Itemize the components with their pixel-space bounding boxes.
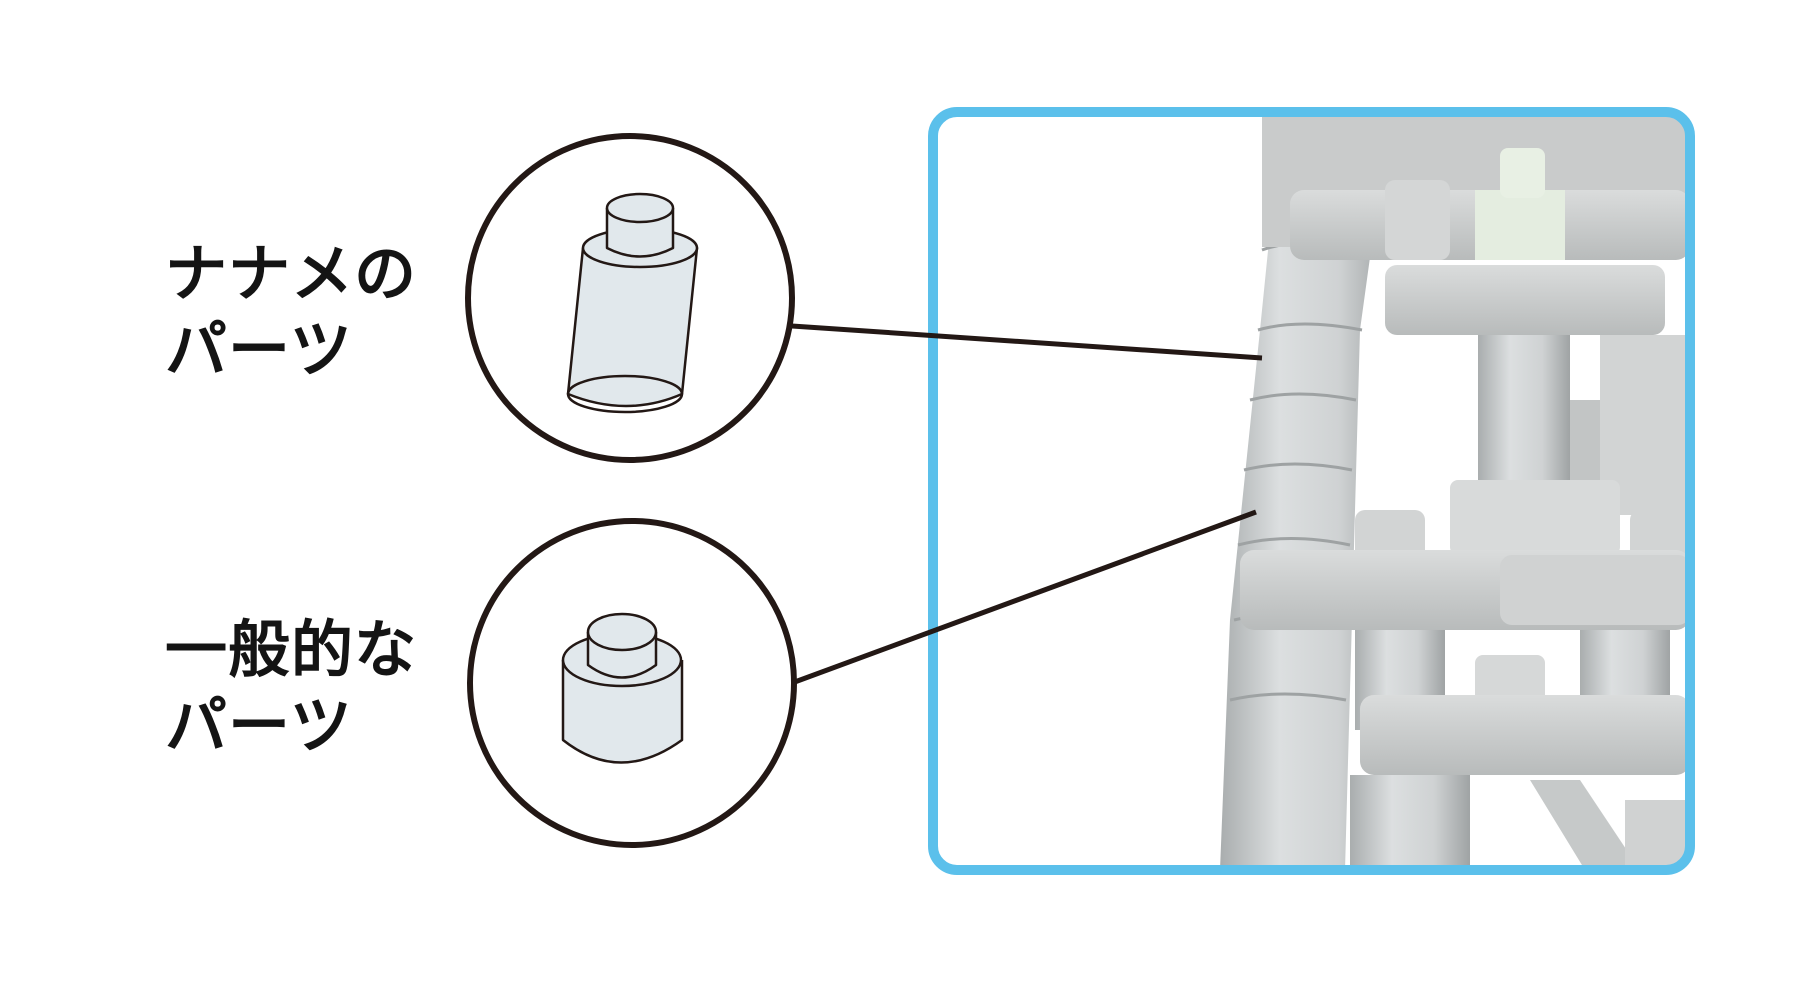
general-part-connector bbox=[791, 509, 1257, 686]
block-model-photo bbox=[933, 112, 1690, 870]
diagonal-part-label-line1: ナナメの bbox=[165, 237, 418, 310]
diagonal-part-circle bbox=[465, 133, 795, 463]
lower-structure bbox=[1350, 630, 1690, 870]
diagonal-part-label: ナナメの パーツ bbox=[165, 236, 417, 388]
general-part-label-line2: パーツ bbox=[165, 689, 353, 762]
diagonal-part-icon bbox=[566, 192, 699, 414]
general-part-label-line1: 一般的な bbox=[165, 613, 418, 686]
photo-frame bbox=[928, 107, 1695, 875]
diagonal-part-connector bbox=[791, 323, 1263, 361]
general-part-label: 一般的な パーツ bbox=[165, 612, 417, 764]
upper-structure bbox=[1262, 112, 1690, 335]
diagonal-part-label-line2: パーツ bbox=[165, 313, 353, 386]
general-part-icon bbox=[561, 612, 684, 764]
general-part-circle bbox=[467, 518, 797, 848]
